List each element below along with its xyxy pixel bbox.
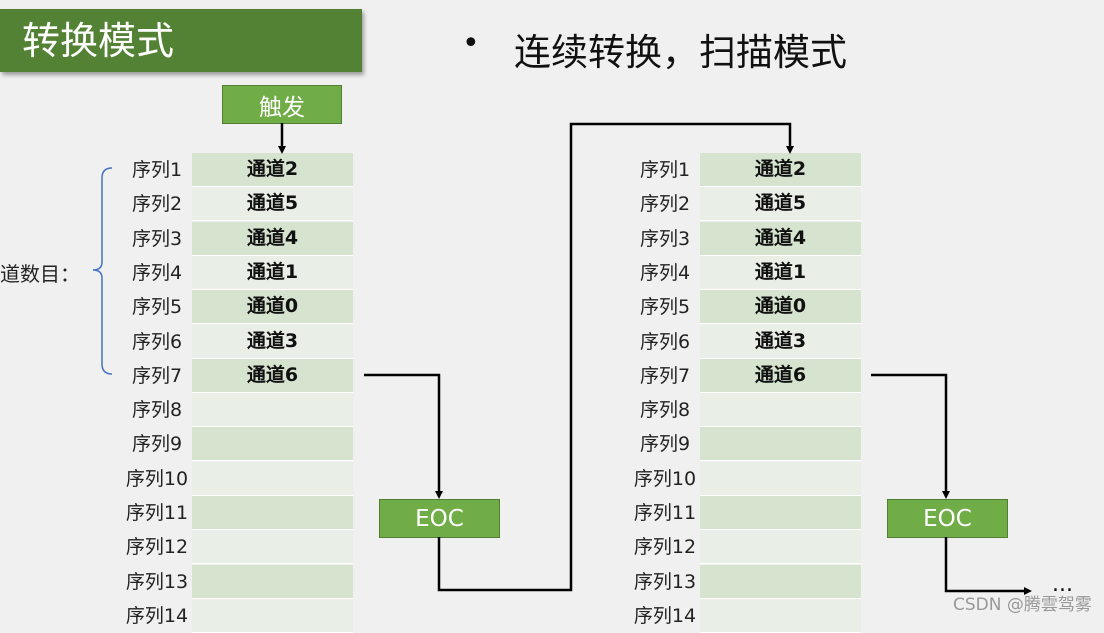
sequence-label: 序列3 xyxy=(131,227,183,250)
channel-cell xyxy=(192,427,353,462)
channel-cell xyxy=(192,564,353,599)
channel-count-brace xyxy=(92,167,113,375)
watermark: CSDN @腾雲驾雾 xyxy=(953,595,1092,615)
channel-cell xyxy=(700,393,861,428)
sequence-label: 序列11 xyxy=(633,502,697,524)
seq7-to-eoc-left xyxy=(364,373,443,499)
channel-count-text: 通道数目：7 xyxy=(0,262,80,286)
channel-cell xyxy=(700,496,861,530)
sequence-label: 序列5 xyxy=(639,296,691,319)
channel-cell: 通道6 xyxy=(700,358,861,393)
eoc-to-next-scan xyxy=(437,122,794,592)
channel-cell xyxy=(192,530,353,565)
sequence-label: 序列7 xyxy=(639,364,691,387)
channel-cell: 通道4 xyxy=(700,221,861,256)
channel-cell: 通道5 xyxy=(192,187,353,222)
sequence-label: 序列4 xyxy=(639,261,691,284)
trigger-label: 触发 xyxy=(259,94,305,121)
eoc-box-right: EOC xyxy=(887,499,1008,538)
sequence-label: 序列9 xyxy=(639,433,691,456)
bullet-dot: • xyxy=(462,26,480,61)
sequence-label: 序列3 xyxy=(639,227,691,250)
sequence-label: 序列8 xyxy=(639,399,691,422)
channel-cell xyxy=(192,461,353,496)
channel-cell xyxy=(700,427,861,462)
sequence-label: 序列9 xyxy=(131,433,183,456)
sequence-label: 序列5 xyxy=(131,296,183,319)
sequence-label: 序列4 xyxy=(131,261,183,284)
channel-cell: 通道3 xyxy=(192,324,353,359)
sequence-label: 序列13 xyxy=(125,570,189,593)
channel-cell xyxy=(700,530,861,565)
channel-cell: 通道0 xyxy=(192,290,353,325)
sequence-label: 序列1 xyxy=(131,159,183,181)
sequence-label: 序列12 xyxy=(633,536,697,559)
channel-count-label: 通道数目：7 xyxy=(0,258,80,287)
sequence-label: 序列2 xyxy=(131,193,183,216)
channel-cell: 通道4 xyxy=(192,221,353,256)
channel-cell: 通道2 xyxy=(192,153,353,187)
continuation-ellipsis: ... xyxy=(1052,572,1073,597)
subtitle: 连续转换，扫描模式 xyxy=(514,31,847,74)
sequence-label: 序列1 xyxy=(639,159,691,181)
sequence-label: 序列2 xyxy=(639,193,691,216)
channel-cell xyxy=(700,461,861,496)
channel-cell xyxy=(192,496,353,530)
channel-cell xyxy=(700,564,861,599)
sequence-label: 序列10 xyxy=(125,467,189,490)
sequence-label: 序列8 xyxy=(131,399,183,422)
channel-cell: 通道6 xyxy=(192,358,353,393)
channel-cell: 通道2 xyxy=(700,153,861,187)
channel-cell: 通道1 xyxy=(192,255,353,290)
sequence-label: 序列7 xyxy=(131,364,183,387)
sequence-label: 序列6 xyxy=(639,330,691,353)
eoc-label-left: EOC xyxy=(415,505,464,532)
page-title: 转换模式 xyxy=(22,19,175,63)
trigger-box: 触发 xyxy=(222,85,342,124)
channel-cell: 通道5 xyxy=(700,187,861,222)
sequence-label: 序列10 xyxy=(633,467,697,490)
sequence-label: 序列11 xyxy=(125,502,189,524)
eoc-right-onward xyxy=(944,537,1032,595)
seq7-to-eoc-right xyxy=(871,373,950,499)
title-banner: 转换模式 xyxy=(0,9,362,72)
channel-cell xyxy=(192,393,353,428)
connector-lines xyxy=(92,122,1032,595)
channel-cell: 通道3 xyxy=(700,324,861,359)
channel-cell: 通道0 xyxy=(700,290,861,325)
sequence-label: 序列13 xyxy=(633,570,697,593)
channel-cell: 通道1 xyxy=(700,255,861,290)
sequence-label: 序列12 xyxy=(125,536,189,559)
eoc-label-right: EOC xyxy=(923,505,972,532)
eoc-box-left: EOC xyxy=(379,499,500,538)
sequence-label: 序列6 xyxy=(131,330,183,353)
